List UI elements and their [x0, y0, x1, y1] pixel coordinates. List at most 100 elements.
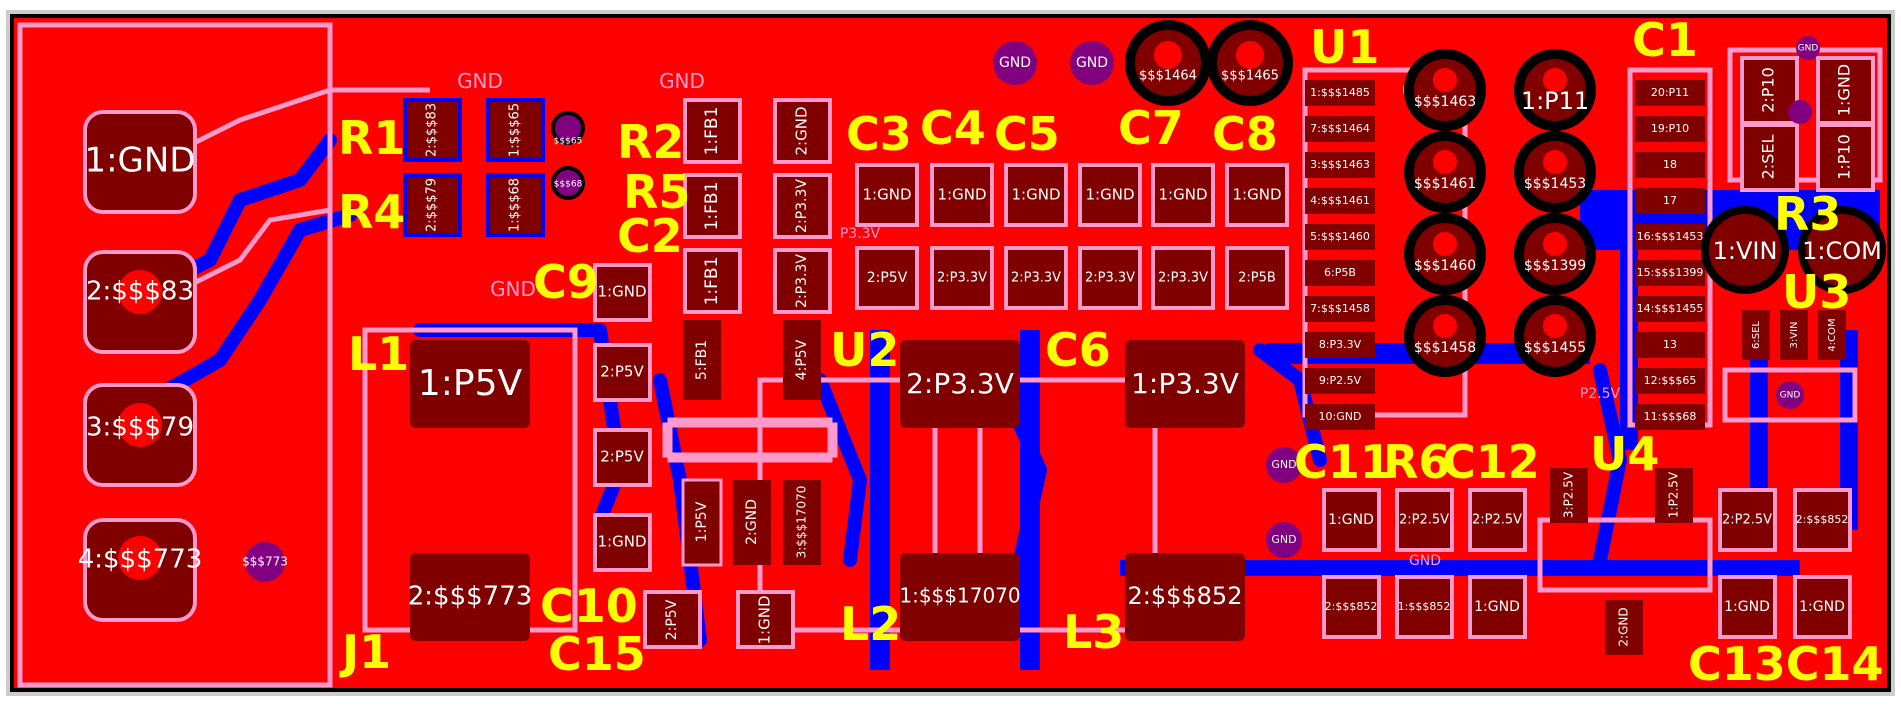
r3-pad-a[interactable] — [1701, 206, 1789, 294]
u1-pin-left[interactable] — [1305, 368, 1375, 394]
u1-pin-left[interactable] — [1305, 296, 1375, 322]
c13-pad-b-label: 1:GND — [1724, 599, 1770, 615]
u3-pin-4[interactable] — [1818, 310, 1846, 360]
u1-pin-left[interactable] — [1305, 80, 1375, 106]
u1-pin-left[interactable] — [1305, 332, 1375, 358]
l1-pad-b[interactable] — [410, 553, 530, 641]
c2-pad-a-label: 1:FB1 — [702, 257, 722, 306]
c13-pad-b[interactable] — [1718, 575, 1777, 639]
via-gnd-c11b[interactable] — [1266, 522, 1302, 558]
u1-pin-right[interactable] — [1635, 116, 1705, 142]
c7-pad-b[interactable] — [1151, 246, 1215, 310]
r4-pad-b[interactable] — [486, 173, 545, 237]
u1-pin-left-label: 7:$$$1458 — [1310, 302, 1370, 315]
u1-pin-left[interactable] — [1305, 404, 1375, 430]
c12-pad-b[interactable] — [1468, 575, 1527, 639]
c2-pad-a[interactable] — [683, 248, 742, 314]
u1-pin-right[interactable] — [1635, 296, 1705, 322]
via-gnd-c11[interactable] — [1266, 447, 1302, 483]
c6-pad-b[interactable] — [1078, 246, 1142, 310]
c14-pad-a[interactable] — [1793, 488, 1852, 552]
via-68[interactable] — [551, 166, 585, 200]
u1-pin-left[interactable] — [1305, 116, 1375, 142]
u1-pin-right[interactable] — [1635, 404, 1705, 430]
u1-pin-right[interactable] — [1635, 260, 1705, 286]
r5-pad-a[interactable] — [683, 173, 742, 239]
u1-pin-right[interactable] — [1635, 224, 1705, 250]
u1-pin-right[interactable] — [1635, 80, 1705, 106]
via-773[interactable] — [245, 542, 285, 582]
u1-pin-right[interactable] — [1635, 188, 1705, 214]
u4-pin-3[interactable] — [1550, 468, 1588, 523]
l1-pad-a[interactable] — [410, 340, 530, 428]
c4-pad-b[interactable] — [930, 246, 994, 310]
refdes-u2: U2 — [830, 323, 899, 377]
c10-pad-a[interactable] — [593, 428, 652, 487]
c15-pad-a[interactable] — [643, 590, 702, 649]
c9-pad-a[interactable] — [593, 263, 652, 322]
designators: R1 R4 R2 R5 C2 C9 L1 J1 C10 C15 C3 C4 C5… — [338, 13, 1884, 691]
via-gnd-1[interactable] — [993, 41, 1037, 85]
u2-pin-3[interactable] — [783, 480, 821, 565]
c4-pad-a[interactable] — [930, 163, 994, 227]
c10-pad-b[interactable] — [593, 513, 652, 572]
c2-pad-b[interactable] — [773, 248, 832, 314]
u1-pin-left[interactable] — [1305, 152, 1375, 178]
via-gnd-u3-label: GND — [1780, 391, 1801, 401]
c3-pad-a[interactable] — [855, 163, 919, 227]
r6-pad-b[interactable] — [1395, 575, 1454, 639]
r1-pad-a[interactable] — [403, 98, 462, 162]
r5-pad-b[interactable] — [773, 173, 832, 239]
conn-pad-c[interactable] — [1740, 123, 1799, 192]
u1-pin-left[interactable] — [1305, 188, 1375, 214]
r1-pad-b[interactable] — [486, 98, 545, 162]
c11-pad-b[interactable] — [1322, 575, 1381, 639]
u3-pin-6[interactable] — [1742, 310, 1770, 360]
c5-pad-a[interactable] — [1004, 163, 1068, 227]
u3-pin-3[interactable] — [1780, 310, 1808, 360]
c9-pad-b[interactable] — [593, 343, 652, 402]
c14-pad-b[interactable] — [1793, 575, 1852, 639]
c13-pad-a-label: 2:P2.5V — [1722, 513, 1772, 528]
u4-pin-2[interactable] — [1605, 600, 1643, 655]
r3-pad-b[interactable] — [1798, 206, 1886, 294]
r6-pad-a[interactable] — [1395, 488, 1454, 552]
l2-pad-a[interactable] — [900, 340, 1020, 428]
via-gnd-u3[interactable] — [1776, 381, 1804, 409]
u1-pin-right[interactable] — [1635, 332, 1705, 358]
c6-pad-a[interactable] — [1078, 163, 1142, 227]
c12-pad-a[interactable] — [1468, 488, 1527, 552]
c3-pad-b[interactable] — [855, 246, 919, 310]
u1-pin-left[interactable] — [1305, 224, 1375, 250]
u4-pin-1[interactable] — [1655, 468, 1693, 523]
u1-pin-left[interactable] — [1305, 260, 1375, 286]
u2-pin-1[interactable] — [681, 478, 723, 567]
c11-pad-a[interactable] — [1322, 488, 1381, 552]
c7-pad-a[interactable] — [1151, 163, 1215, 227]
l3-pad-b[interactable] — [1125, 553, 1245, 641]
l2-pad-b[interactable] — [900, 553, 1020, 641]
u1-pin-left-label: 7:$$$1464 — [1310, 122, 1370, 135]
u2-pin-5[interactable] — [683, 320, 721, 400]
c8-pad-a[interactable] — [1225, 163, 1289, 227]
via-gnd-corner[interactable] — [1796, 36, 1820, 60]
c5-pad-b[interactable] — [1004, 246, 1068, 310]
l3-pad-a[interactable] — [1125, 340, 1245, 428]
c13-pad-a[interactable] — [1718, 488, 1777, 552]
u1-pin-right[interactable] — [1635, 152, 1705, 178]
via-65[interactable] — [551, 111, 585, 145]
j1-pad-1[interactable] — [83, 110, 197, 214]
conn-pad-b[interactable] — [1816, 56, 1875, 125]
r4-pad-a[interactable] — [403, 173, 462, 237]
conn-pad-d[interactable] — [1816, 123, 1875, 192]
u1-pin-right[interactable] — [1635, 368, 1705, 394]
u2-pin-4[interactable] — [783, 320, 821, 400]
r2-pad-b[interactable] — [773, 98, 832, 164]
via-gnd-2[interactable] — [1070, 41, 1114, 85]
u2-pin-2[interactable] — [733, 480, 771, 565]
c8-pad-b[interactable] — [1225, 246, 1289, 310]
conn-pad-a[interactable] — [1740, 56, 1799, 125]
r2-pad-a[interactable] — [683, 98, 742, 164]
via-gnd-small[interactable] — [1788, 100, 1812, 124]
c15-pad-b[interactable] — [736, 590, 795, 649]
